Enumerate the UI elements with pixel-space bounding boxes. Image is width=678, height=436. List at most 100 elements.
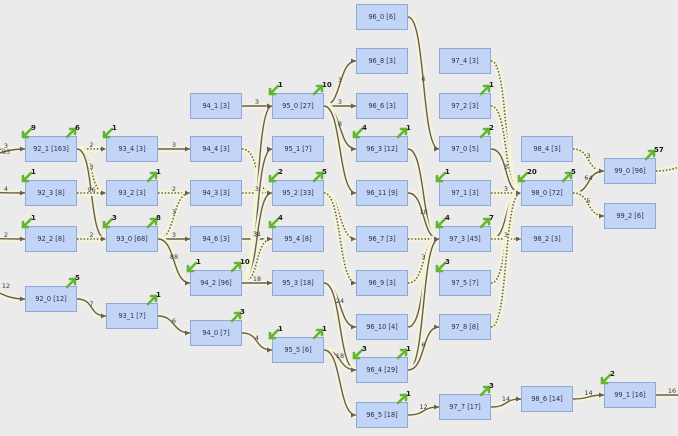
node-n95_4[interactable]: 95_4 [8] [272, 226, 324, 252]
node-label: 97_7 [17] [449, 403, 481, 411]
edge-label: 64 [584, 174, 593, 182]
edge-n94_4-n95_2[interactable] [241, 148, 273, 194]
edge-label: 12 [1, 281, 11, 290]
node-n97_3[interactable]: 97_3 [45] [439, 226, 491, 252]
edge-label: 3 [503, 231, 509, 239]
node-n94_3[interactable]: 94_3 [3] [190, 180, 242, 206]
edge-L5-n92_0[interactable] [0, 280, 26, 300]
node-n96_4[interactable]: 96_4 [29] [356, 357, 408, 383]
node-n97_4[interactable]: 97_4 [3] [439, 48, 491, 74]
edge-n97_8-n98_0[interactable] [490, 192, 522, 328]
node-n93_1[interactable]: 93_1 [7] [106, 303, 158, 329]
edge-n95_2-n96_7[interactable] [323, 192, 357, 240]
edge-label: 4 [3, 184, 9, 193]
edge-L2-n92_1[interactable] [0, 148, 26, 162]
green-arrow-icon [479, 385, 491, 397]
node-n92_1[interactable]: 92_1 [163] [25, 136, 77, 162]
node-n93_2[interactable]: 93_2 [3] [106, 180, 158, 206]
green-arrow-icon [435, 261, 447, 273]
edge-arrowhead [185, 146, 190, 152]
edge-L3-n92_3[interactable] [0, 191, 26, 194]
node-n97_7[interactable]: 97_7 [17] [439, 394, 491, 420]
node-label: 95_4 [8] [284, 235, 312, 243]
green-arrow-icon [312, 328, 324, 340]
node-n99_2[interactable]: 99_2 [6] [604, 203, 656, 229]
node-n97_5[interactable]: 97_5 [7] [439, 270, 491, 296]
node-n96_6[interactable]: 96_6 [3] [356, 93, 408, 119]
node-n96_10[interactable]: 96_10 [4] [356, 314, 408, 340]
node-n97_0[interactable]: 97_0 [5] [439, 136, 491, 162]
edge-label: 18 [335, 352, 345, 360]
node-n97_2[interactable]: 97_2 [3] [439, 93, 491, 119]
node-n95_0[interactable]: 95_0 [27] [272, 93, 324, 119]
edge-arrowhead [516, 190, 521, 196]
node-label: 95_2 [33] [282, 189, 314, 197]
node-n96_5[interactable]: 96_5 [18] [356, 402, 408, 428]
edge-n97_4-n98_0[interactable] [490, 60, 522, 194]
edge-n95_0-n96_11[interactable] [323, 105, 357, 194]
node-n97_1[interactable]: 97_1 [3] [439, 180, 491, 206]
node-n96_3[interactable]: 96_3 [12] [356, 136, 408, 162]
node-n94_0[interactable]: 94_0 [7] [190, 320, 242, 346]
node-n93_0[interactable]: 93_0 [68] [106, 226, 158, 252]
node-n98_6[interactable]: 98_6 [14] [521, 386, 573, 412]
node-n98_0[interactable]: 98_0 [72] [521, 180, 573, 206]
green-arrow-icon [268, 328, 280, 340]
edge-L4-n92_2[interactable] [0, 237, 26, 240]
node-n99_0[interactable]: 99_0 [96] [604, 158, 656, 184]
edge-n93_0-n94_3[interactable] [157, 192, 191, 240]
node-label: 96_4 [29] [366, 366, 398, 374]
node-n96_8[interactable]: 96_8 [3] [356, 48, 408, 74]
node-n97_8[interactable]: 97_8 [8] [439, 314, 491, 340]
green-arrow-icon [230, 311, 242, 323]
green-arrow-icon [312, 84, 324, 96]
node-n99_1[interactable]: 99_1 [16] [604, 382, 656, 408]
node-n95_1[interactable]: 95_1 [7] [272, 136, 324, 162]
edge-arrowhead [101, 236, 106, 242]
node-n96_7[interactable]: 96_7 [3] [356, 226, 408, 252]
green-arrow-icon [479, 127, 491, 139]
green-arrow-icon [312, 171, 324, 183]
green-arrow-icon [102, 217, 114, 229]
edge-label: 6 [421, 75, 426, 83]
edge-n96_0-n97_0[interactable] [407, 16, 440, 150]
node-n92_0[interactable]: 92_0 [12] [25, 286, 77, 312]
edge-label: 88 [169, 253, 179, 261]
green-arrow-icon [268, 84, 280, 96]
node-n95_3[interactable]: 95_3 [18] [272, 270, 324, 296]
node-n96_11[interactable]: 96_11 [9] [356, 180, 408, 206]
node-label: 96_11 [9] [366, 189, 398, 197]
edge-label: 3 [421, 253, 426, 261]
node-n98_4[interactable]: 98_4 [3] [521, 136, 573, 162]
node-n94_6[interactable]: 94_6 [3] [190, 226, 242, 252]
node-n92_2[interactable]: 92_2 [8] [25, 226, 77, 252]
node-n96_0[interactable]: 96_0 [6] [356, 4, 408, 30]
green-arrow-icon [352, 348, 364, 360]
node-label: 99_2 [6] [616, 212, 644, 220]
node-n96_9[interactable]: 96_9 [3] [356, 270, 408, 296]
node-n94_1[interactable]: 94_1 [3] [190, 93, 242, 119]
node-label: 97_0 [5] [451, 145, 479, 153]
edge-arrowhead [185, 280, 190, 286]
green-arrow-icon [21, 127, 33, 139]
node-label: 94_1 [3] [202, 102, 230, 110]
node-n93_4[interactable]: 93_4 [3] [106, 136, 158, 162]
node-n95_2[interactable]: 95_2 [33] [272, 180, 324, 206]
node-n92_3[interactable]: 92_3 [8] [25, 180, 77, 206]
node-n94_2[interactable]: 94_2 [96] [190, 270, 242, 296]
node-label: 94_0 [7] [202, 329, 230, 337]
edge-arrowhead [351, 280, 356, 286]
node-label: 97_2 [3] [451, 102, 479, 110]
node-label: 96_9 [3] [368, 279, 396, 287]
node-n98_2[interactable]: 98_2 [3] [521, 226, 573, 252]
edge-n95_2-n96_9[interactable] [323, 192, 357, 284]
node-label: 92_1 [163] [33, 145, 69, 153]
node-label: 95_0 [27] [282, 102, 314, 110]
edge-arrowhead [434, 404, 439, 410]
node-label: 93_1 [7] [118, 312, 146, 320]
node-label: 92_2 [8] [37, 235, 65, 243]
node-n94_4[interactable]: 94_4 [3] [190, 136, 242, 162]
node-label: 95_3 [18] [282, 279, 314, 287]
node-n95_5[interactable]: 95_5 [6] [272, 337, 324, 363]
